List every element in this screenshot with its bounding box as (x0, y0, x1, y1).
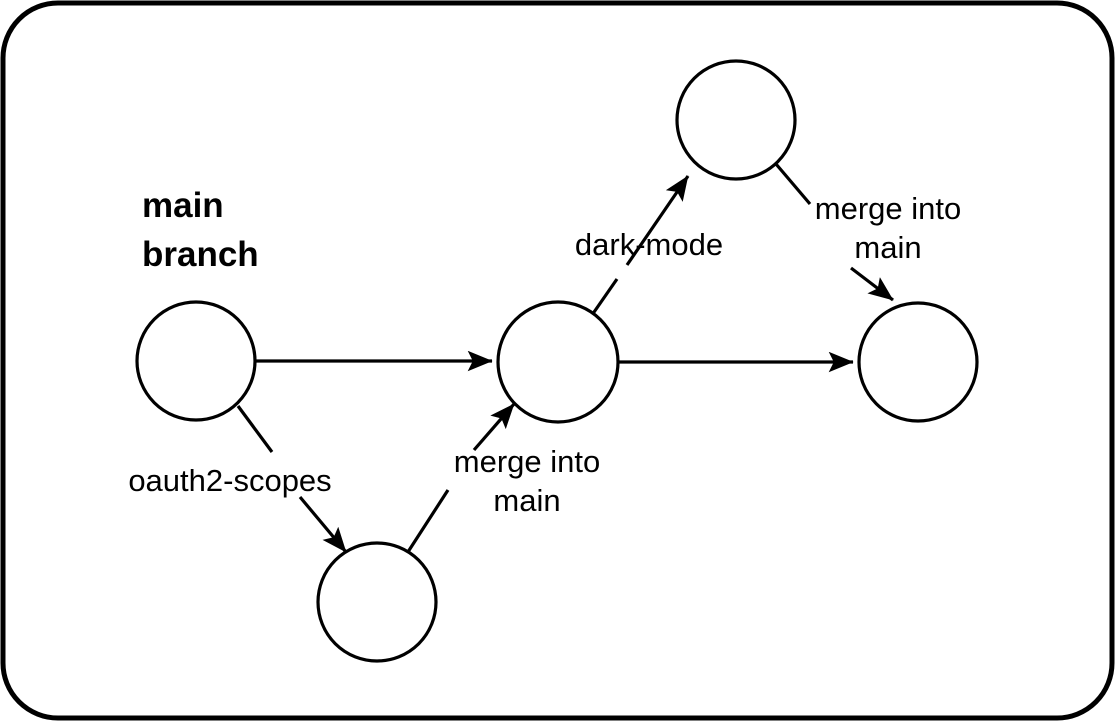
edge-darkmode-to-main-3-seg2 (850, 266, 894, 302)
edge-darkmode-to-main-3-seg1 (774, 162, 812, 206)
edge-oauth2-to-main-2-seg1 (404, 489, 450, 556)
edge-main-1-to-oauth2-seg2 (298, 495, 348, 554)
edge-label-merge-into-main-lower-line-2: main (493, 483, 560, 518)
branch-title-line-2: branch (142, 235, 259, 274)
edge-label-merge-into-main-upper-line-1: merge into (815, 191, 961, 226)
commit-node-main-3[interactable] (857, 301, 979, 423)
edge-main-2-to-darkmode-seg1 (590, 278, 619, 316)
edge-main-2-to-darkmode-seg2 (625, 175, 690, 266)
commit-node-oauth2[interactable] (316, 541, 438, 663)
edge-label-oauth2-scopes: oauth2-scopes (128, 463, 331, 498)
edge-label-merge-into-main-lower-line-1: merge into (454, 444, 600, 479)
commit-node-main-2[interactable] (496, 300, 620, 424)
edge-label-dark-mode: dark-mode (575, 227, 723, 262)
branch-title-line-1: main (142, 186, 224, 225)
edge-oauth2-to-main-2-seg2 (472, 402, 516, 452)
commit-node-darkmode[interactable] (675, 59, 797, 181)
edge-label-merge-into-main-upper-line-2: main (854, 230, 921, 265)
commit-node-main-1[interactable] (135, 300, 257, 422)
edge-main-1-to-oauth2-seg1 (236, 405, 274, 453)
